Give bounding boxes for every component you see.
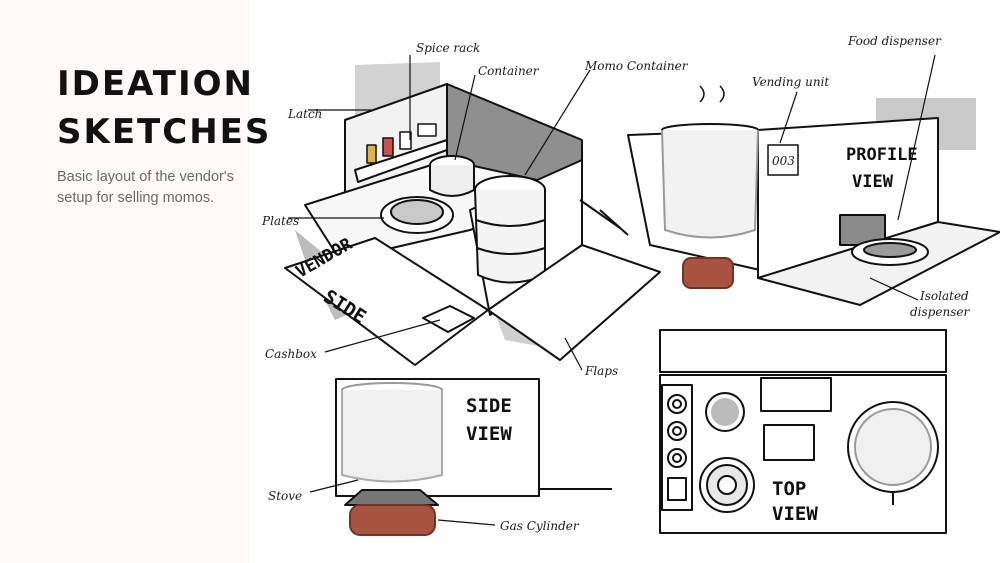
sketch-canvas: VENDOR SIDE 003 [261, 34, 1000, 536]
label-isolated-dispenser-2: dispenser [910, 305, 970, 319]
label-momo-container: Momo Container [584, 59, 689, 73]
label-plates: Plates [261, 214, 299, 228]
label-gas-cylinder: Gas Cylinder [500, 519, 580, 533]
unit-number: 003 [772, 154, 795, 168]
label-flaps: Flaps [584, 364, 618, 378]
slide-subtitle: Basic layout of the vendor's setup for s… [57, 169, 234, 206]
label-vending-unit: Vending unit [752, 75, 829, 89]
title-line-1: IDEATION [57, 64, 254, 104]
cashbox [422, 305, 475, 333]
label-latch: Latch [287, 107, 322, 121]
label-stove: Stove [268, 489, 302, 503]
label-container: Container [478, 64, 540, 78]
profile-line2: VIEW [852, 172, 894, 192]
side-view-sketch: SIDE VIEW [309, 378, 612, 536]
side-line2: VIEW [466, 423, 512, 445]
profile-line1: PROFILE [846, 145, 918, 165]
profile-view-sketch: 003 PROFILE VIEW [627, 54, 1000, 306]
label-food-dispenser: Food dispenser [847, 34, 942, 48]
slide-title: IDEATION SKETCHES [57, 60, 271, 156]
top-line2: VIEW [772, 503, 818, 525]
isometric-sketch: VENDOR SIDE [284, 55, 661, 371]
title-panel [0, 0, 250, 563]
side-line1: SIDE [466, 395, 512, 417]
label-cashbox: Cashbox [265, 347, 317, 361]
top-line1: TOP [772, 478, 806, 500]
title-line-2: SKETCHES [57, 112, 272, 152]
top-view-sketch: TOP VIEW [659, 329, 947, 534]
annotation-labels: Spice rack Container Momo Container Latc… [261, 34, 970, 533]
label-isolated-dispenser-1: Isolated [919, 289, 969, 303]
label-spice-rack: Spice rack [416, 41, 480, 55]
